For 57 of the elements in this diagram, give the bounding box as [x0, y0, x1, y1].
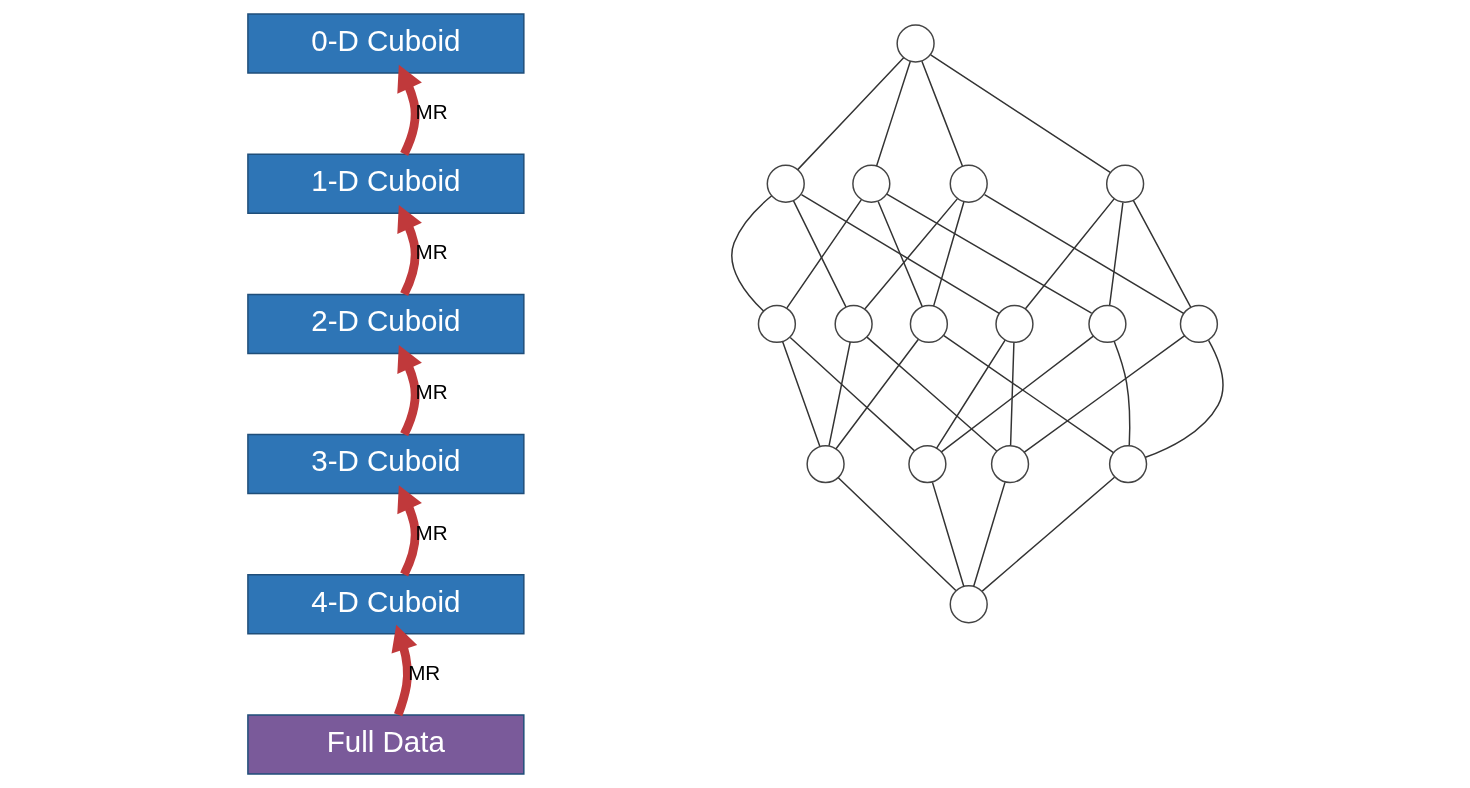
connector [1112, 340, 1130, 447]
connector [785, 199, 862, 309]
connector [789, 336, 915, 452]
connector [981, 476, 1115, 592]
node-circle [1179, 304, 1218, 344]
connector [983, 193, 1184, 315]
node-circle [805, 444, 845, 484]
connector [865, 336, 997, 452]
node-circle [990, 444, 1029, 484]
node-circle [757, 304, 796, 344]
arrow [396, 64, 422, 156]
connector [876, 200, 923, 308]
connector [885, 193, 1092, 314]
connector [863, 198, 958, 310]
node-circle [766, 164, 805, 203]
node-circle [1108, 444, 1147, 484]
node-circle [949, 164, 988, 203]
connector [920, 60, 963, 167]
connector [972, 481, 1006, 587]
arrow [396, 345, 422, 437]
node-circle [1087, 304, 1127, 344]
connector [931, 481, 964, 587]
node-box: 2-D Cuboid [246, 293, 525, 355]
node-circle [851, 164, 890, 203]
connector [935, 339, 1006, 449]
node-circle [949, 585, 988, 624]
connector [929, 54, 1111, 174]
node-circle [833, 304, 873, 344]
arrow [391, 624, 417, 717]
connector [1144, 339, 1223, 458]
connector [1132, 199, 1191, 308]
connector [1009, 342, 1015, 447]
node-box: 3-D Cuboid [246, 433, 525, 495]
node-circle [1105, 164, 1144, 203]
connector [792, 200, 847, 308]
connector [827, 341, 851, 447]
connector [932, 201, 965, 307]
connector [1108, 201, 1124, 306]
connector [781, 340, 821, 448]
connector [800, 193, 1000, 315]
node-circle [907, 444, 947, 484]
connector [837, 477, 957, 592]
connector [1024, 198, 1115, 310]
node-box: 1-D Cuboid [246, 153, 525, 214]
connector [796, 56, 904, 171]
connector [834, 338, 919, 450]
connector [730, 195, 772, 312]
connector [875, 60, 911, 167]
connector [1023, 334, 1185, 453]
node-box: Full Data [246, 714, 525, 775]
node-circle [994, 304, 1034, 344]
node-box: 0-D Cuboid [246, 13, 525, 74]
node-circle [895, 24, 935, 63]
node-box: 4-D Cuboid [246, 574, 525, 635]
arrow [396, 485, 422, 577]
node-circle [909, 304, 948, 344]
arrow [396, 204, 422, 297]
